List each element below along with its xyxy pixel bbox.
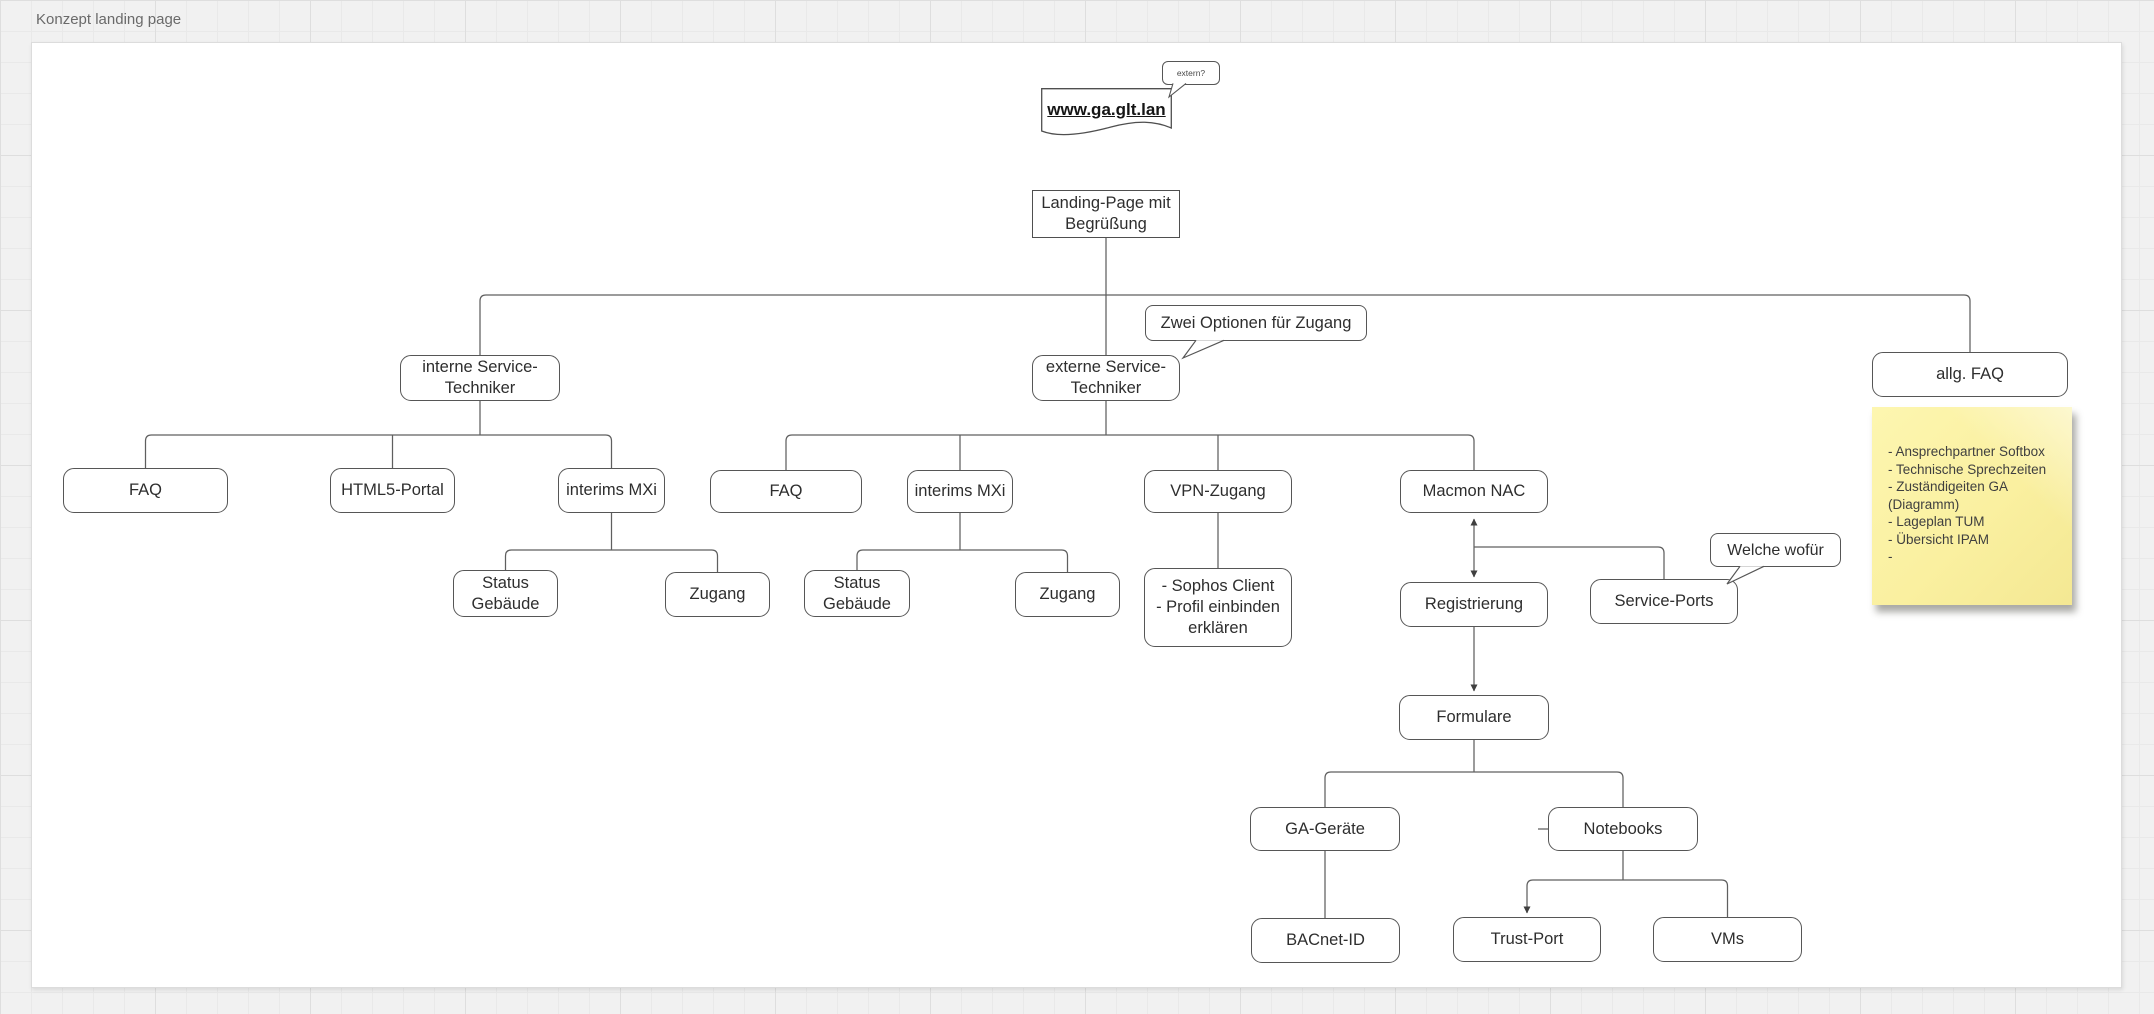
node-landing-page[interactable]: Landing-Page mit Begrüßung bbox=[1032, 190, 1180, 238]
node-label: Zugang bbox=[1039, 585, 1096, 603]
node-status-gebaeude-left[interactable]: Status Gebäude bbox=[453, 570, 558, 617]
diagram-canvas[interactable] bbox=[31, 42, 2122, 988]
node-label: Notebooks bbox=[1583, 819, 1663, 838]
node-zugang-left[interactable]: Zugang bbox=[665, 572, 770, 617]
node-faq-mid[interactable]: FAQ bbox=[710, 470, 862, 513]
node-status-gebaeude-mid[interactable]: Status Gebäude bbox=[804, 570, 910, 617]
node-externe-service-techniker[interactable]: externe Service- Techniker bbox=[1032, 355, 1180, 401]
node-trust-port[interactable]: Trust-Port bbox=[1453, 917, 1601, 962]
node-label: - Sophos Client - Profil einbinden erklä… bbox=[1156, 577, 1280, 637]
callout-welche-wofur[interactable]: Welche wofür bbox=[1710, 533, 1841, 567]
callout-welche-wofur-label: Welche wofür bbox=[1727, 541, 1824, 559]
node-label: Trust-Port bbox=[1490, 930, 1564, 948]
node-label: HTML5-Portal bbox=[341, 481, 444, 499]
node-interne-service-techniker[interactable]: interne Service- Techniker bbox=[400, 355, 560, 401]
node-html5-portal[interactable]: HTML5-Portal bbox=[330, 468, 455, 513]
node-label: interims MXi bbox=[566, 481, 657, 499]
node-label: Landing-Page mit Begrüßung bbox=[1041, 194, 1171, 233]
node-faq-left[interactable]: FAQ bbox=[63, 468, 228, 513]
node-vpn-zugang[interactable]: VPN-Zugang bbox=[1144, 470, 1292, 513]
sticky-note[interactable]: - Ansprechpartner Softbox - Technische S… bbox=[1872, 407, 2072, 605]
callout-extern-label: extern? bbox=[1176, 68, 1206, 78]
node-label: Registrierung bbox=[1424, 595, 1524, 613]
page-title: Konzept landing page bbox=[36, 11, 182, 28]
node-label: VPN-Zugang bbox=[1170, 482, 1266, 500]
callout-extern[interactable]: extern? bbox=[1162, 61, 1220, 85]
node-label: Zugang bbox=[689, 585, 746, 603]
node-allg-faq[interactable]: allg. FAQ bbox=[1872, 352, 2068, 397]
node-interims-mxi-mid[interactable]: interims MXi bbox=[907, 470, 1013, 513]
node-notebooks[interactable]: Notebooks bbox=[1548, 807, 1698, 851]
node-macmon-nac[interactable]: Macmon NAC bbox=[1400, 470, 1548, 513]
callout-zwei-optionen[interactable]: Zwei Optionen für Zugang bbox=[1145, 305, 1367, 341]
node-bacnet-id[interactable]: BACnet-ID bbox=[1251, 918, 1400, 963]
node-label: allg. FAQ bbox=[1936, 365, 2004, 383]
node-label: Status Gebäude bbox=[471, 573, 540, 613]
node-vms[interactable]: VMs bbox=[1653, 917, 1802, 962]
node-registrierung[interactable]: Registrierung bbox=[1400, 582, 1548, 627]
document-shape-outline bbox=[1041, 88, 1172, 136]
node-formulare[interactable]: Formulare bbox=[1399, 695, 1549, 740]
node-label: FAQ bbox=[769, 482, 803, 500]
node-label: GA-Geräte bbox=[1285, 819, 1365, 838]
node-label: interne Service- Techniker bbox=[422, 358, 538, 397]
node-label: externe Service- Techniker bbox=[1045, 358, 1167, 397]
node-label: Service-Ports bbox=[1614, 592, 1714, 610]
node-zugang-mid[interactable]: Zugang bbox=[1015, 572, 1120, 617]
node-label: VMs bbox=[1711, 930, 1744, 948]
node-label: FAQ bbox=[128, 481, 162, 499]
node-sophos-client[interactable]: - Sophos Client - Profil einbinden erklä… bbox=[1144, 568, 1292, 647]
callout-zwei-optionen-label: Zwei Optionen für Zugang bbox=[1160, 313, 1352, 332]
node-label: interims MXi bbox=[914, 482, 1006, 500]
node-ga-geraete[interactable]: GA-Geräte bbox=[1250, 807, 1400, 851]
node-service-ports[interactable]: Service-Ports bbox=[1590, 579, 1738, 624]
document-label: www.ga.glt.lan bbox=[1047, 100, 1166, 119]
document-shape-url[interactable]: www.ga.glt.lan bbox=[1041, 88, 1172, 138]
node-label: BACnet-ID bbox=[1286, 931, 1365, 949]
node-label: Formulare bbox=[1436, 708, 1512, 726]
node-label: Status Gebäude bbox=[823, 573, 891, 613]
node-label: Macmon NAC bbox=[1422, 482, 1526, 500]
node-interims-mxi-left[interactable]: interims MXi bbox=[558, 468, 665, 513]
sticky-note-text: - Ansprechpartner Softbox - Technische S… bbox=[1888, 444, 2047, 564]
